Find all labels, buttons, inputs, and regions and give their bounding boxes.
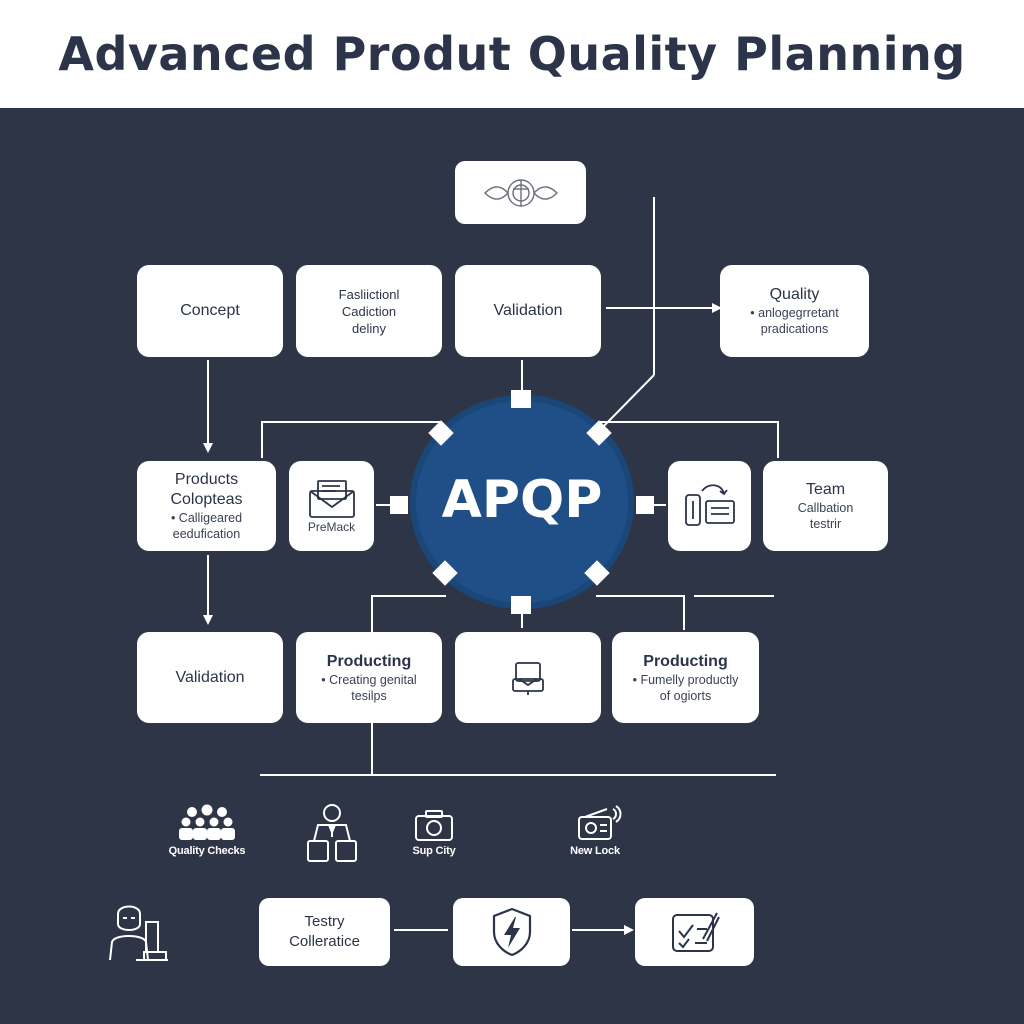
clipboard-box: [668, 461, 751, 551]
producing-left-line-1: • Creating genital: [321, 672, 417, 687]
camera-icon: [415, 810, 453, 841]
quality-line-2: pradications: [760, 322, 829, 336]
quality-title: Quality: [769, 286, 820, 303]
radio-icon: [578, 805, 622, 840]
producing-left-line-2: tesilps: [351, 688, 387, 703]
quality-box: Quality • anlogegrretant pradications: [720, 265, 869, 357]
emblem-box: [455, 161, 586, 224]
producing-right-box: Producting • Fumelly productly of ogiort…: [612, 632, 759, 723]
hub-connector-left: [390, 496, 408, 514]
team-group-icon: [179, 804, 235, 840]
concept-box: Concept: [137, 265, 283, 357]
emblem-icon: [483, 178, 558, 207]
producing-left-box: Producting • Creating genital tesilps: [296, 632, 442, 723]
shield-box: [453, 898, 570, 966]
feasibility-line-3: deliny: [352, 320, 386, 336]
testry-line-2: Colleratice: [289, 933, 360, 950]
feasibility-box: Fasliictionl Cadiction deliny: [296, 265, 442, 357]
team-line-1: Callbation: [797, 501, 854, 515]
diagram-title: Advanced Produt Quality Planning: [58, 27, 966, 81]
team-line-2: testrir: [809, 517, 842, 531]
hub-connector-right: [636, 496, 654, 514]
bottom-icon-label-1: Quality Checks: [168, 845, 246, 857]
presentation-icon: [512, 661, 544, 695]
shield-lightning-icon: [492, 907, 531, 957]
worker-icon: [307, 804, 357, 862]
producing-right-title: Producting: [643, 652, 728, 670]
products-box: Products Colopteas • Calligeared eedufic…: [137, 461, 276, 551]
hub-connector-bottom: [511, 596, 531, 614]
testry-line-1: Testry: [304, 913, 345, 930]
concept-title: Concept: [180, 302, 240, 319]
checklist-icon: [671, 912, 720, 952]
clipboard-icon: [684, 484, 735, 526]
validation-top-box: Validation: [455, 265, 601, 357]
products-line-1: Colopteas: [170, 491, 243, 508]
checklist-box: [635, 898, 754, 966]
bottom-icon-label-4: New Lock: [570, 845, 620, 857]
quality-line-1: • anlogegrretant: [750, 306, 839, 320]
feasibility-line-1: Fasliictionl: [338, 286, 400, 302]
premack-label: PreMack: [307, 520, 356, 534]
products-title: Products: [174, 471, 239, 488]
feasibility-line-2: Cadiction: [341, 303, 397, 319]
validation-top-title: Validation: [493, 302, 563, 319]
producing-right-line-2: of ogiorts: [659, 688, 712, 703]
presentation-box: [455, 632, 601, 723]
validation-bottom-title: Validation: [175, 668, 245, 686]
producing-left-title: Producting: [326, 652, 412, 670]
products-line-2: • Calligeared: [170, 511, 243, 525]
products-line-3: eedufication: [172, 527, 241, 541]
header: Advanced Produt Quality Planning: [0, 0, 1024, 108]
person-icon: [109, 905, 168, 961]
bottom-icon-label-3: Sup City: [412, 845, 456, 857]
premack-box: PreMack: [289, 461, 374, 551]
testry-box: Testry Colleratice: [259, 898, 390, 966]
team-title: Team: [805, 481, 846, 498]
validation-bottom-box: Validation: [137, 632, 283, 723]
hub-connector-top: [511, 390, 531, 408]
mail-icon: [308, 480, 355, 518]
team-box: Team Callbation testrir: [763, 461, 888, 551]
producing-right-line-1: • Fumelly productly: [632, 672, 739, 687]
apqp-hub-label: APQP: [441, 470, 603, 530]
